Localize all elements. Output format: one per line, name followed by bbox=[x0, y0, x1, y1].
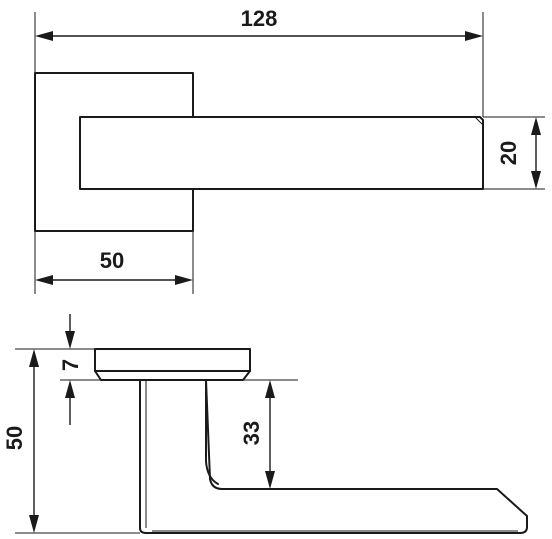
dimension-label-rose-width: 50 bbox=[100, 248, 124, 273]
lever-inner-edge bbox=[205, 379, 219, 485]
side-view: 7 33 50 bbox=[2, 314, 528, 534]
rose-plate-side-view bbox=[94, 348, 251, 372]
lever-bar-top-view bbox=[79, 116, 484, 190]
dimension-label-rose-thickness: 7 bbox=[58, 359, 83, 371]
lever-bevel-line bbox=[474, 116, 484, 126]
dimension-label-overall-length: 128 bbox=[241, 6, 278, 31]
dimension-label-lever-width: 20 bbox=[496, 141, 521, 165]
dimension-lever-width: 20 bbox=[483, 116, 545, 190]
dimension-label-overall-height: 50 bbox=[2, 426, 27, 450]
dimension-label-lever-offset: 33 bbox=[239, 421, 264, 445]
rose-chamfer bbox=[94, 370, 251, 381]
lever-body-side-view bbox=[139, 379, 528, 534]
dimension-rose-width: 50 bbox=[34, 231, 194, 294]
top-view: 128 20 50 bbox=[34, 6, 545, 294]
dimension-overall-height: 50 bbox=[2, 348, 140, 534]
dimension-overall-length: 128 bbox=[34, 6, 484, 117]
dimension-lever-offset: 33 bbox=[239, 379, 298, 490]
dimension-rose-thickness: 7 bbox=[58, 314, 101, 425]
